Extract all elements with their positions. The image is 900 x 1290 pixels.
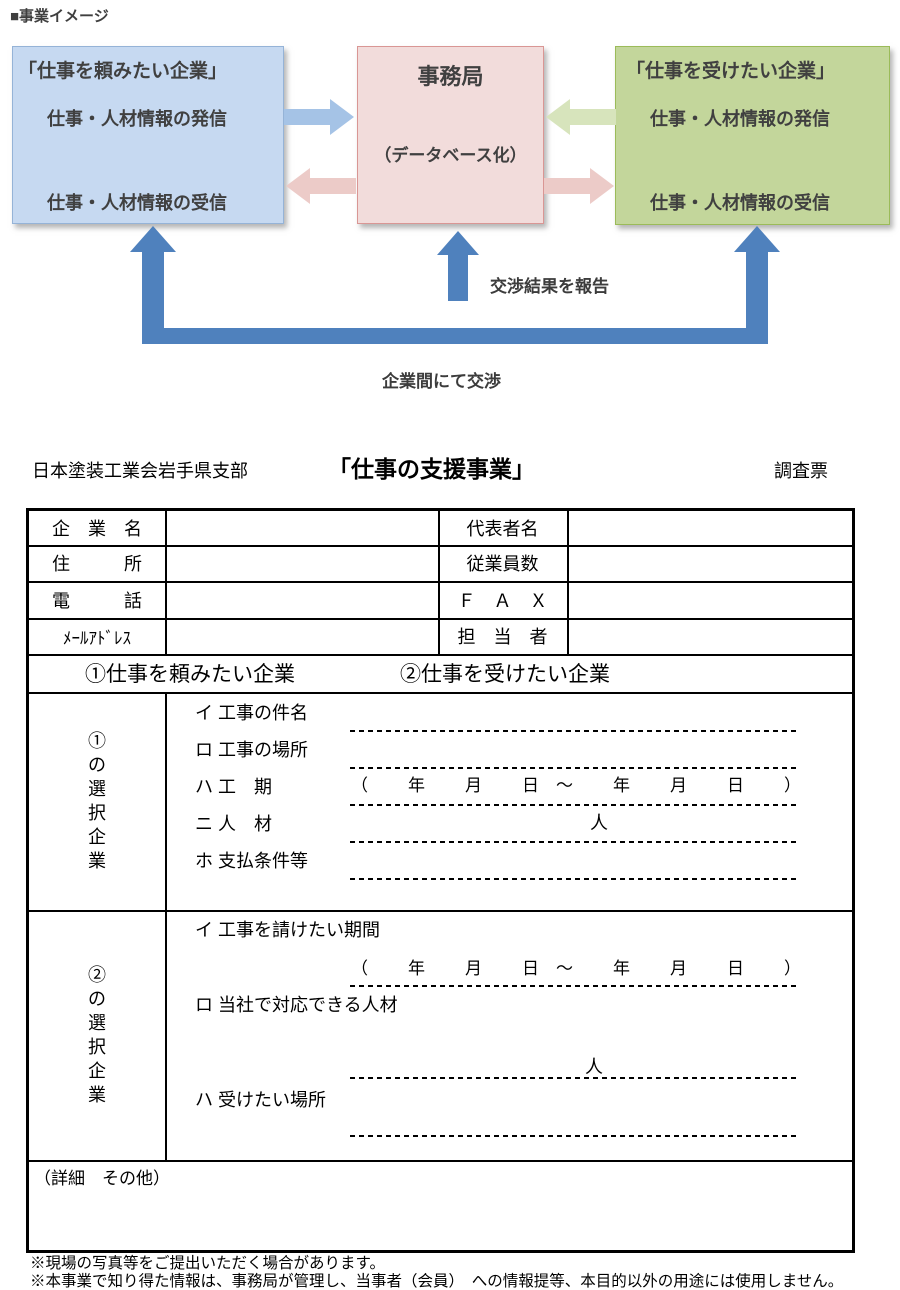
office-box-title: 事務局 [417,64,484,89]
section1-item-name: イ 工事の件名 [195,703,309,723]
receiver-box-title: 「仕事を受けたい企業」 [626,61,836,82]
section1-date-line: （年月日 ～年月日） [351,776,801,795]
column-divider [438,511,440,654]
survey-table: 企 業 名 代表者名 住 所 従業員数 電 話 Ｆ Ａ Ｘ ﾒｰﾙｱﾄﾞﾚｽ 担… [26,508,855,1253]
section-divider [29,910,852,912]
section2-date-line: （年月日 ～年月日） [351,959,801,978]
representative-field [567,511,852,545]
receiver-send-label: 仕事・人材情報の発信 [650,109,830,129]
organization-name: 日本塗装工業会岩手県支部 [32,461,248,481]
bracket-left-shaft [142,250,164,344]
report-arrowhead-icon [437,231,479,255]
section2-item-personnel: ロ 当社で対応できる人材 [195,995,398,1015]
write-line [350,804,800,806]
section-divider [29,692,852,694]
write-line [350,1135,800,1137]
negotiate-label: 企業間にて交渉 [382,372,501,391]
receiver-receive-label: 仕事・人材情報の受信 [650,193,830,213]
row-divider [29,581,852,583]
bracket-bottom-bar [142,328,768,344]
write-line [350,767,800,769]
form-title: 「仕事の支援事業」 [328,456,535,482]
row-divider [29,545,852,547]
bracket-right-shaft [746,250,768,344]
requester-box-title: 「仕事を頼みたい企業」 [18,61,228,82]
section-divider [29,654,852,656]
email-field [165,618,438,654]
write-line [350,841,800,843]
write-line [350,878,800,880]
representative-label: 代表者名 [466,519,539,539]
phone-label: 電 話 [52,590,142,611]
doc-type-label: 調査票 [774,461,828,481]
requester-receive-label: 仕事・人材情報の受信 [47,193,227,213]
address-field [165,545,438,581]
section2-item-period: イ 工事を請けたい期間 [195,920,380,940]
diagram-heading: ■事業イメージ [10,8,109,25]
write-line [350,985,800,987]
column-divider [567,511,569,654]
footnote-photos: ※現場の写真等をご提出いただく場合があります。 [30,1255,385,1272]
office-box-subtitle: （データベース化） [374,146,527,165]
arrow-left-green-icon [546,99,616,135]
requester-company-box: 「仕事を頼みたい企業」 仕事・人材情報の発信 仕事・人材情報の受信 [12,46,284,224]
column-divider [165,511,167,654]
section1-item-payment: ホ 支払条件等 [195,851,309,871]
company-name-field [165,511,438,545]
footnote-privacy: ※本事業で知り得た情報は、事務局が管理し、当事者（会員） への情報提等、本目的以… [30,1273,844,1290]
section2-item-place: ハ 受けたい場所 [195,1090,327,1110]
phone-field [165,581,438,618]
section1-item-place: ロ 工事の場所 [195,740,309,760]
bracket-left-arrowhead-icon [130,226,176,252]
employees-field [567,545,852,581]
section2-side-label: ②の選択企業 [88,965,106,1105]
write-line [350,730,800,732]
section1-item-personnel: ニ 人 材 [195,814,273,834]
report-result-label: 交渉結果を報告 [490,277,609,296]
arrow-right-pink-icon [544,168,614,204]
contact-person-field [567,618,852,654]
requester-send-label: 仕事・人材情報の発信 [47,109,227,129]
fax-field [567,581,852,618]
section-choice-header: ①仕事を頼みたい企業 ②仕事を受けたい企業 [85,663,610,686]
column-divider [165,692,167,1160]
employees-label: 従業員数 [466,554,539,574]
section1-item-period: ハ 工 期 [195,777,273,797]
report-arrow-shaft [448,255,468,301]
receiver-company-box: 「仕事を受けたい企業」 仕事・人材情報の発信 仕事・人材情報の受信 [615,46,890,225]
office-box: 事務局 （データベース化） [357,46,544,224]
write-line [350,1077,800,1079]
section-divider [29,1160,852,1162]
arrow-right-blue-icon [284,99,354,135]
contact-person-label: 担 当 者 [457,627,548,647]
section1-side-label: ①の選択企業 [88,731,106,871]
detail-other-label: （詳細 その他） [34,1169,170,1188]
row-divider [29,618,852,620]
address-label: 住 所 [52,554,142,574]
fax-label: Ｆ Ａ Ｘ [457,590,548,611]
bracket-right-arrowhead-icon [734,226,780,252]
email-label: ﾒｰﾙｱﾄﾞﾚｽ [63,628,131,648]
company-name-label: 企 業 名 [52,519,142,539]
section1-person-unit: 人 [590,813,608,833]
arrow-left-pink-icon [286,168,356,204]
section2-person-unit: 人 [585,1057,603,1077]
